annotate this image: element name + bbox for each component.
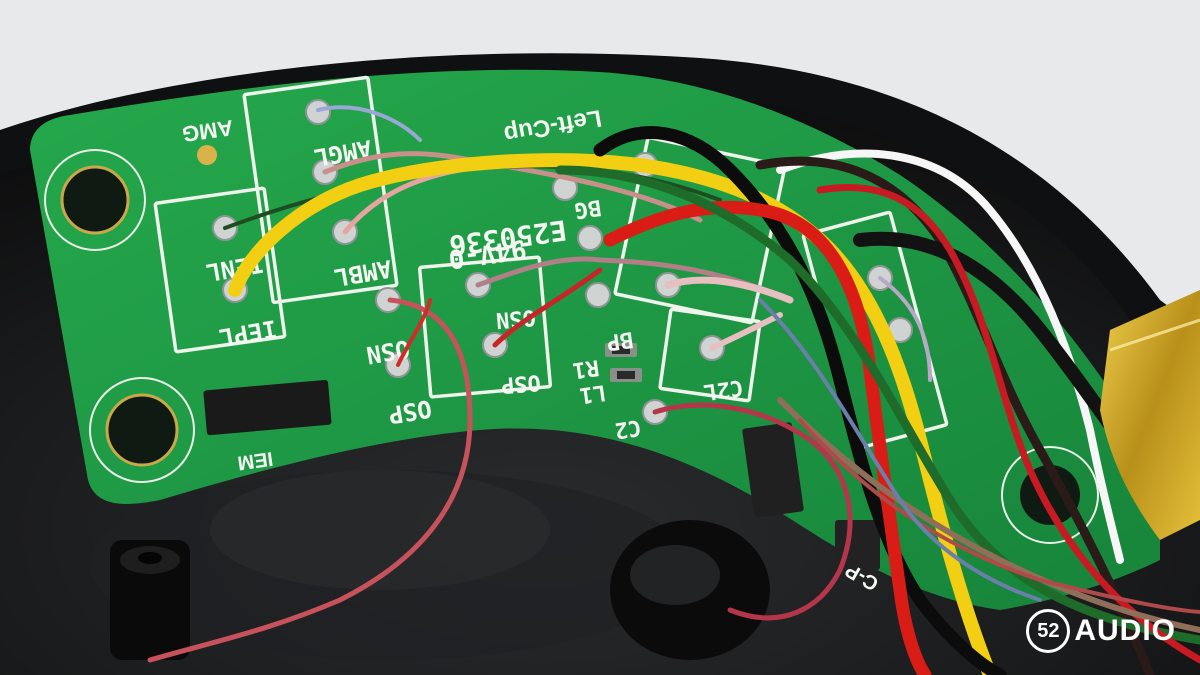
label-r1: R1	[571, 354, 601, 382]
watermark-text: AUDIO	[1074, 614, 1176, 647]
wire-bundle	[147, 105, 1200, 675]
label-c2l: C2L	[702, 374, 745, 404]
label-bp: BP	[605, 326, 635, 354]
label-c2: C2	[613, 414, 643, 442]
label-l1: L1	[578, 379, 608, 407]
label-bg: BG	[573, 194, 603, 222]
watermark: 52 AUDIO	[1026, 609, 1176, 653]
gold-tape	[1100, 290, 1200, 540]
label-osp-box: OSP	[500, 369, 542, 397]
label-iem: IEM	[236, 447, 274, 474]
watermark-logo-number: 52	[1026, 609, 1071, 653]
